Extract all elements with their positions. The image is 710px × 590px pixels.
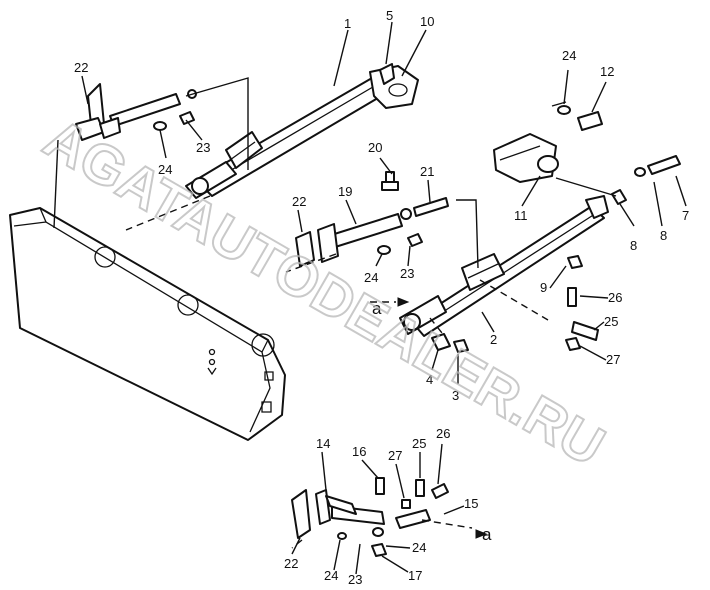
callout-22: 22 bbox=[284, 556, 298, 571]
arrow-label-a-bottom: a bbox=[482, 525, 492, 544]
callout-5: 5 bbox=[386, 8, 393, 23]
callout-24: 24 bbox=[364, 270, 378, 285]
arrow-head-top bbox=[397, 297, 410, 307]
callout-23: 23 bbox=[400, 266, 414, 281]
callout-9: 9 bbox=[540, 280, 547, 295]
callout-16: 16 bbox=[352, 444, 366, 459]
callout-22: 22 bbox=[292, 194, 306, 209]
callout-24: 24 bbox=[562, 48, 576, 63]
callout-24: 24 bbox=[324, 568, 338, 583]
callout-26: 26 bbox=[436, 426, 450, 441]
dozer-blade bbox=[9, 207, 286, 441]
push-arm-left bbox=[185, 63, 419, 199]
pin-cylinder-upper-left bbox=[75, 83, 197, 141]
callout-17: 17 bbox=[408, 568, 422, 583]
callout-11: 11 bbox=[514, 208, 528, 223]
callout-8: 8 bbox=[630, 238, 637, 253]
callout-23: 23 bbox=[348, 572, 362, 587]
pin-cylinder-center bbox=[295, 171, 449, 267]
callout-27: 27 bbox=[606, 352, 620, 367]
callout-7: 7 bbox=[682, 208, 689, 223]
leader-lines bbox=[53, 77, 617, 549]
callout-14: 14 bbox=[316, 436, 330, 451]
callout-3: 3 bbox=[452, 388, 459, 403]
callout-23: 23 bbox=[196, 140, 210, 155]
callout-4: 4 bbox=[426, 372, 433, 387]
callout-25: 25 bbox=[604, 314, 618, 329]
callout-15: 15 bbox=[464, 496, 478, 511]
arrow-head-bottom bbox=[475, 529, 488, 539]
callout-12: 12 bbox=[600, 64, 614, 79]
arrow-label-a-top: a bbox=[372, 299, 382, 318]
callout-leaders bbox=[81, 21, 687, 575]
callout-19: 19 bbox=[338, 184, 352, 199]
callout-25: 25 bbox=[412, 436, 426, 451]
bottom-assembly bbox=[291, 477, 449, 557]
callout-labels: 1 5 10 22 23 24 24 12 20 21 19 22 11 7 8… bbox=[74, 8, 689, 587]
callout-22: 22 bbox=[74, 60, 88, 75]
callout-1: 1 bbox=[344, 16, 351, 31]
connection-arrows bbox=[397, 297, 488, 539]
push-arm-right bbox=[399, 195, 609, 353]
callout-26: 26 bbox=[608, 290, 622, 305]
callout-2: 2 bbox=[490, 332, 497, 347]
callout-10: 10 bbox=[420, 14, 434, 29]
callout-27: 27 bbox=[388, 448, 402, 463]
trunnion-bracket bbox=[493, 105, 681, 351]
callout-20: 20 bbox=[368, 140, 382, 155]
callout-8: 8 bbox=[660, 228, 667, 243]
callout-24: 24 bbox=[158, 162, 172, 177]
callout-24: 24 bbox=[412, 540, 426, 555]
callout-21: 21 bbox=[420, 164, 434, 179]
